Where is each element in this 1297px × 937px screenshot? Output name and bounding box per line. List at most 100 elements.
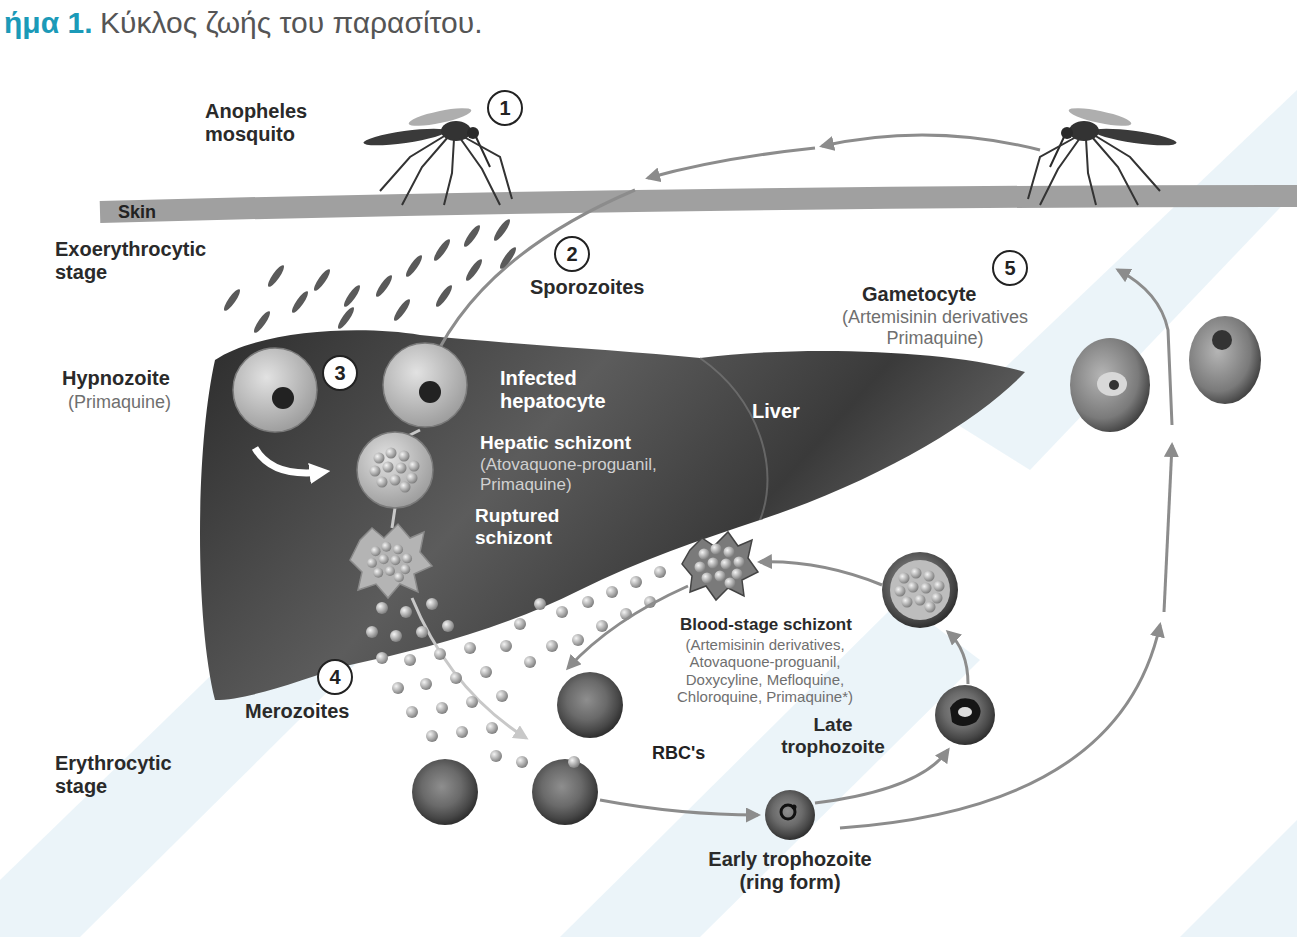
sporozoites-part xyxy=(492,217,513,242)
late-trophozoite xyxy=(935,685,995,745)
ruptured-schizont-part xyxy=(367,542,412,583)
early-trophozoite-part xyxy=(792,805,797,810)
sporozoites-part xyxy=(498,245,519,270)
cycle-arrows-part xyxy=(648,148,815,178)
sporozoites-part xyxy=(290,289,311,314)
merozoites-part xyxy=(596,620,608,632)
sporozoites-part xyxy=(374,273,395,298)
stage-label: Exoerythrocytic stage xyxy=(55,238,225,284)
stage-label: Hepatic schizont xyxy=(480,432,631,454)
sporozoites-part xyxy=(392,297,413,322)
merozoites-part xyxy=(456,726,468,738)
callout-text: 1 xyxy=(499,98,510,118)
callout-text: 3 xyxy=(334,363,345,383)
merozoites-part xyxy=(436,702,448,714)
merozoites-part xyxy=(514,618,526,630)
merozoites-part xyxy=(486,722,498,734)
sporozoites-part xyxy=(342,283,363,308)
hypnozoite-arrow xyxy=(255,448,322,473)
sporozoites-part xyxy=(252,309,273,334)
late-trophozoite-part xyxy=(950,698,981,726)
erythrocytic-arrows-part xyxy=(568,586,688,668)
merozoites-part xyxy=(442,620,454,632)
hepatic-schizont-part xyxy=(357,432,433,508)
sporozoites-part xyxy=(434,283,455,308)
stage-label: Late trophozoite xyxy=(778,714,888,758)
merozoites xyxy=(366,566,666,768)
sporozoites-part xyxy=(432,237,453,262)
hepatic-schizont-part xyxy=(370,448,420,493)
cell-label: RBC's xyxy=(652,743,705,764)
drug-note: (Atovaquone-proguanil, Primaquine) xyxy=(480,455,710,494)
sporozoites-part xyxy=(462,223,483,248)
organism-label: Anopheles mosquito xyxy=(205,100,315,146)
red-blood-cells-part xyxy=(532,759,598,825)
merozoites-part xyxy=(426,598,438,610)
callout-text: 2 xyxy=(566,244,577,264)
merozoites-part xyxy=(392,682,404,694)
hepatocytes-part xyxy=(419,381,441,403)
sporozoites-part xyxy=(336,305,357,330)
early-trophozoite xyxy=(765,790,815,840)
blood-stage-schizont-part xyxy=(895,568,945,613)
figure-title: Κύκλος ζωής του παρασίτου. xyxy=(100,6,482,41)
merozoites-part xyxy=(496,690,508,702)
blood-stage-schizont-part xyxy=(890,560,950,620)
merozoites-part xyxy=(516,756,528,768)
stage-label: Gametocyte xyxy=(862,283,977,306)
red-blood-cells xyxy=(412,672,623,825)
stage-label: Early trophozoite (ring form) xyxy=(690,848,890,894)
erythrocytic-arrows xyxy=(568,562,968,815)
stage-label: Hypnozoite xyxy=(62,367,170,390)
merozoites-part xyxy=(466,696,478,708)
callout-text: 4 xyxy=(329,667,340,687)
callout-number: 3 xyxy=(322,355,358,391)
erythrocytic-arrows-part xyxy=(760,562,882,585)
figure-number: ήμα 1. xyxy=(4,6,92,41)
red-blood-cells-part xyxy=(557,672,623,738)
gametocytes-part xyxy=(1070,338,1150,432)
gametocytes-part xyxy=(1189,316,1261,404)
merozoites-part xyxy=(416,626,428,638)
blood-stage-schizont xyxy=(882,552,958,628)
stage-label: Sporozoites xyxy=(530,276,644,299)
gametocytes-part xyxy=(1212,330,1232,350)
skin-band xyxy=(100,196,1297,212)
cycle-arrows-part xyxy=(1164,445,1172,612)
hepatic-schizont xyxy=(357,432,433,508)
merozoites-part xyxy=(546,640,558,652)
sporozoites xyxy=(222,217,519,334)
liver xyxy=(200,330,1025,700)
merozoites-part xyxy=(434,648,446,660)
layer-label: Skin xyxy=(118,202,156,223)
hepatocytes-part xyxy=(233,348,317,432)
gametocytes xyxy=(1070,316,1261,432)
callout-number: 4 xyxy=(317,659,353,695)
sporozoites-part xyxy=(404,253,425,278)
merozoites-part xyxy=(450,672,462,684)
late-trophozoite-part xyxy=(958,707,972,717)
hepatocytes-part xyxy=(272,387,294,409)
late-trophozoite-part xyxy=(935,685,995,745)
stage-label: Erythrocytic stage xyxy=(55,752,205,798)
ruptured-blood-schizont-part xyxy=(682,532,758,600)
ruptured-blood-schizont-part xyxy=(695,544,745,589)
cycle-arrows-part xyxy=(822,135,1040,150)
erythrocytic-arrows-part xyxy=(815,750,948,803)
merozoites-part xyxy=(606,586,618,598)
merozoites-part xyxy=(630,576,642,588)
background-stripes-part xyxy=(950,90,1297,470)
callout-text: 5 xyxy=(1004,258,1015,278)
merozoites-part xyxy=(366,626,378,638)
stage-label: Merozoites xyxy=(245,700,349,723)
merozoites-part xyxy=(524,656,536,668)
blood-stage-schizont-part xyxy=(882,552,958,628)
merozoites-part xyxy=(582,596,594,608)
stage-label: Ruptured schizont xyxy=(475,505,585,549)
drug-note: (Artemisinin derivatives Primaquine) xyxy=(815,307,1055,348)
liver-arrows-part xyxy=(392,508,395,528)
merozoites-part xyxy=(654,566,666,578)
merozoites-part xyxy=(490,750,502,762)
merozoites-part xyxy=(376,602,388,614)
